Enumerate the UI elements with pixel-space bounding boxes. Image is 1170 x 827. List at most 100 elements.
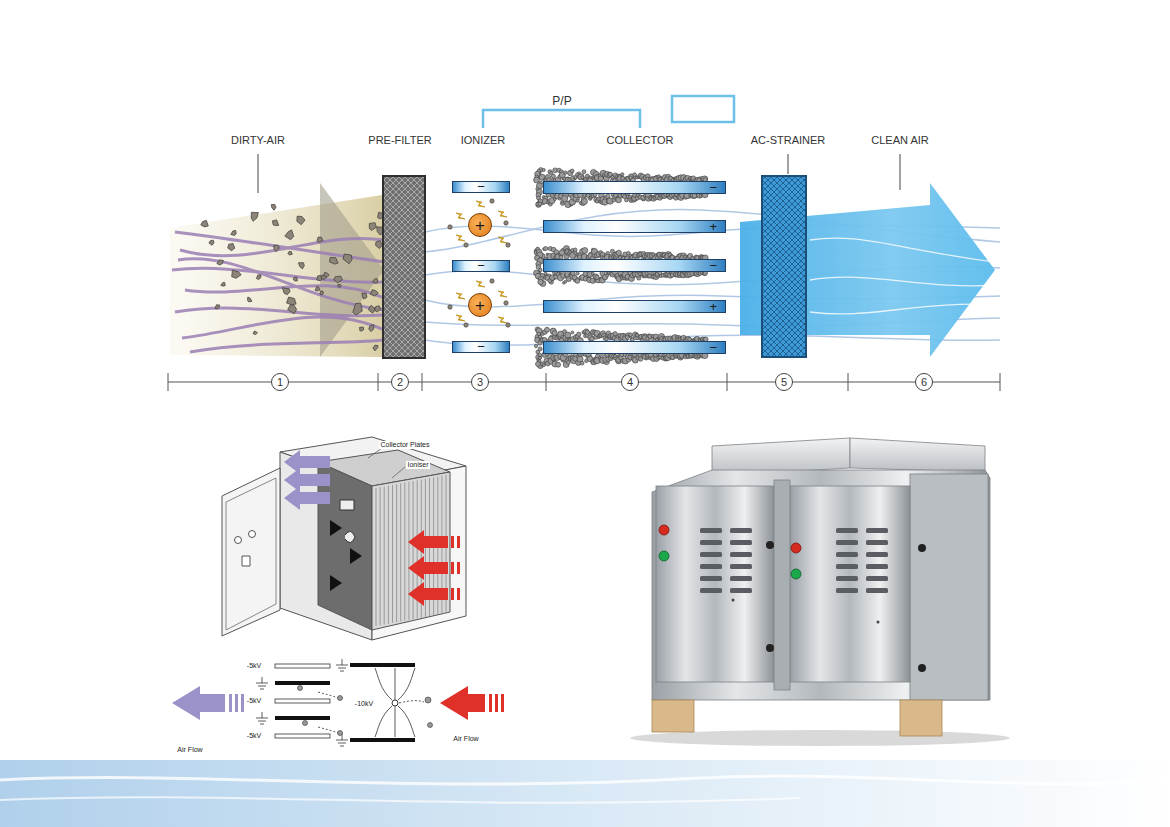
ionizer-spark [476,201,485,207]
collected-dust [536,202,541,207]
cabinet-drawing [222,437,466,640]
polarity-sign: − [477,182,485,192]
callout-number: 1 [271,373,289,391]
machine-photo [652,700,694,732]
louver-slot [730,528,752,533]
louver-slot [836,588,858,593]
collected-dust [534,177,540,183]
collector-plate-line [380,487,381,625]
collected-dust [580,361,584,365]
dust-particle [228,244,235,251]
airflow-arrow-in [501,694,504,712]
dust-particle [299,263,305,269]
louver-slot [700,552,722,557]
part-label: Ioniser [406,461,429,469]
cabinet-drawing [318,462,372,630]
stage-name: AC-STRAINER [751,134,826,147]
collector-plate: + [543,220,726,233]
louver-slot [700,564,722,569]
collected-dust [593,274,598,279]
polarity-sign: − [477,261,485,271]
dirty-air [320,183,384,357]
dust-particle [322,275,327,280]
polarity-sign: + [475,217,485,234]
dust-particle [273,220,279,226]
collected-dust [576,272,579,275]
label-leader [392,467,405,478]
collected-dust [588,335,594,341]
dust-particle [370,290,378,297]
dust-particle [315,287,320,292]
dust-particle [201,220,209,227]
dust-particle [490,279,494,283]
cabinet-outflow-arrow [284,486,330,510]
pre-filter [383,176,425,358]
cabinet-inflow-arrow [408,530,460,606]
schematic [336,734,348,746]
polarity-sign: + [709,302,717,312]
schematic [350,738,415,742]
dust-particle [373,345,378,351]
stage-axis [168,382,1000,383]
collected-dust [563,362,569,368]
collected-dust [576,199,579,202]
machine-photo [630,730,1010,746]
cabinet-outflow-arrow [284,468,330,492]
collected-dust [578,174,584,180]
cabinet-inflow-arrow [408,530,448,554]
cabinet-drawing [372,466,466,640]
collected-dust [538,202,542,206]
machine-photo [652,470,990,700]
dust-particle [232,270,242,278]
airflow-arrow-out [172,686,244,720]
dust-particle [372,279,378,284]
airflow-label: Air Flow [177,746,202,754]
collected-dust [581,176,584,179]
dust-particle [504,221,508,225]
schematic [336,659,348,671]
stage-name: PRE-FILTER [368,134,431,147]
ac-strainer [762,176,806,357]
machine-photo [850,438,985,472]
collected-dust [621,173,624,176]
ionizer-wire: + [468,213,492,237]
ionizer-spark [498,291,507,297]
machine-photo [766,541,774,549]
cabinet-drawing [222,468,280,636]
dirty-air [172,232,384,352]
ionizer-plate: − [452,341,510,353]
stage-axis [848,373,849,391]
leader-line [258,154,259,193]
stage-axis [168,373,169,391]
callout-number: 4 [627,376,633,388]
collected-dust [629,333,633,337]
machine-photo [732,599,735,602]
polarity-sign: − [709,183,717,193]
power-bracket [483,110,640,128]
louver-slot [700,576,722,581]
collected-dust [536,362,541,367]
cabinet-inflow-arrow [457,588,460,600]
power-bracket [672,96,734,122]
stage-axis [1000,373,1001,391]
schematic [275,699,330,703]
louver-slot [866,576,888,581]
machine-photo [774,480,790,690]
louver-slot [836,576,858,581]
machine-photo [791,543,801,553]
label-leader [368,448,405,478]
collected-dust [633,173,637,177]
dust-particle [506,323,510,327]
leader-line [788,154,789,174]
cabinet-drawing [226,478,276,630]
collected-dust [539,268,543,272]
stage-axis [168,373,1000,391]
background-band [0,760,1170,827]
schematic [275,664,330,668]
dust-particle [285,230,294,240]
stage-name: IONIZER [461,134,506,147]
dust-particle [353,303,363,315]
louver-slot [730,588,752,593]
collector-plate-line [400,483,401,621]
